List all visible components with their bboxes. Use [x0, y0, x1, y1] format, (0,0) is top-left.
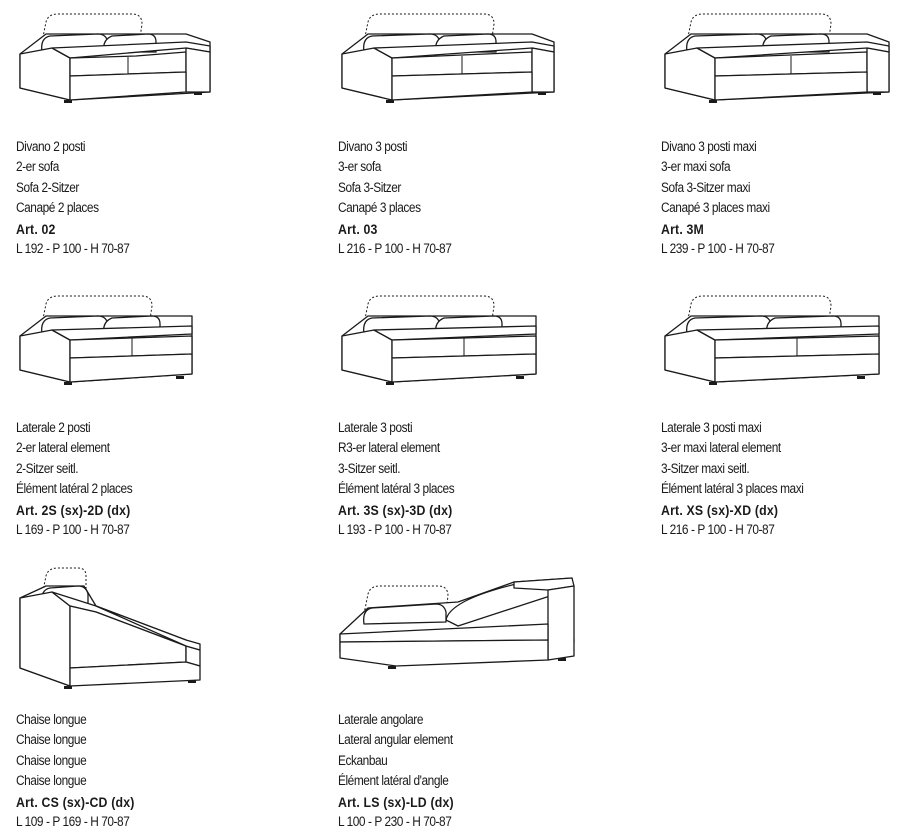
dimensions: L 109 - P 169 - H 70-87 — [16, 814, 130, 830]
dimensions: L 239 - P 100 - H 70-87 — [661, 241, 775, 257]
label-fr: Chaise longue — [16, 773, 87, 789]
label-fr: Élément latéral 3 places maxi — [661, 481, 804, 497]
article-code: Art. 3S (sx)-3D (dx) — [338, 501, 453, 518]
lateral-2-seat-drawing — [19, 295, 193, 385]
dimensions: L 193 - P 100 - H 70-87 — [338, 522, 452, 538]
label-de: Sofa 3-Sitzer — [338, 179, 401, 195]
article-code: Art. 03 — [338, 220, 378, 237]
dimensions: L 216 - P 100 - H 70-87 — [338, 241, 452, 257]
label-fr: Élément latéral 2 places — [16, 481, 133, 497]
label-de: 2-Sitzer seitl. — [16, 460, 79, 476]
label-it: Chaise longue — [16, 712, 87, 727]
label-fr: Canapé 3 places — [338, 200, 421, 216]
chaise-longue-drawing — [19, 567, 201, 689]
product-laterale-3-posti: Laterale 3 posti R3-er lateral element 3… — [338, 290, 628, 537]
label-en: 3-er sofa — [338, 159, 381, 175]
sofa-3-seat-maxi-drawing — [664, 13, 890, 103]
label-it: Laterale 2 posti — [16, 420, 91, 435]
label-en: Lateral angular element — [338, 732, 453, 748]
article-code: Art. 02 — [16, 220, 56, 237]
label-fr: Canapé 2 places — [16, 200, 99, 216]
label-en: 2-er sofa — [16, 159, 59, 175]
label-fr: Canapé 3 places maxi — [661, 200, 770, 216]
product-divano-3-posti: Divano 3 posti 3-er sofa Sofa 3-Sitzer C… — [338, 8, 628, 256]
label-de: Chaise longue — [16, 752, 87, 768]
label-de: 3-Sitzer seitl. — [338, 460, 401, 476]
article-code: Art. 3M — [661, 220, 704, 237]
product-divano-3-posti-maxi: Divano 3 posti maxi 3-er maxi sofa Sofa … — [661, 8, 900, 256]
lateral-angular-drawing — [339, 577, 575, 669]
article-code: Art. XS (sx)-XD (dx) — [661, 501, 779, 518]
label-it: Laterale 3 posti — [338, 420, 413, 435]
label-de: Eckanbau — [338, 752, 388, 768]
label-it: Laterale angolare — [338, 712, 424, 727]
dimensions: L 169 - P 100 - H 70-87 — [16, 522, 130, 538]
label-it: Divano 3 posti — [338, 139, 408, 154]
product-divano-2-posti: Divano 2 posti 2-er sofa Sofa 2-Sitzer C… — [16, 8, 306, 256]
label-de: Sofa 3-Sitzer maxi — [661, 179, 751, 195]
label-it: Divano 2 posti — [16, 139, 86, 154]
article-code: Art. CS (sx)-CD (dx) — [16, 793, 135, 810]
lateral-3-seat-maxi-drawing — [664, 295, 880, 385]
label-de: 3-Sitzer maxi seitl. — [661, 460, 750, 476]
label-it: Laterale 3 posti maxi — [661, 420, 762, 435]
label-fr: Élément latéral 3 places — [338, 481, 455, 497]
article-code: Art. LS (sx)-LD (dx) — [338, 793, 454, 810]
product-chaise-longue: Chaise longue Chaise longue Chaise longu… — [16, 562, 306, 829]
sofa-2-seat-drawing — [19, 13, 211, 103]
sofa-3-seat-drawing — [341, 13, 555, 103]
label-en: 2-er lateral element — [16, 440, 110, 456]
label-en: 3-er maxi sofa — [661, 159, 731, 175]
label-de: Sofa 2-Sitzer — [16, 179, 79, 195]
label-en: 3-er maxi lateral element — [661, 440, 781, 456]
dimensions: L 192 - P 100 - H 70-87 — [16, 241, 130, 257]
label-it: Divano 3 posti maxi — [661, 139, 757, 154]
label-fr: Élément latéral d'angle — [338, 773, 449, 789]
lateral-3-seat-drawing — [341, 295, 537, 385]
dimensions: L 216 - P 100 - H 70-87 — [661, 522, 775, 538]
dimensions: L 100 - P 230 - H 70-87 — [338, 814, 452, 830]
label-en: Chaise longue — [16, 732, 87, 748]
article-code: Art. 2S (sx)-2D (dx) — [16, 501, 131, 518]
product-laterale-2-posti: Laterale 2 posti 2-er lateral element 2-… — [16, 290, 306, 537]
product-laterale-3-posti-maxi: Laterale 3 posti maxi 3-er maxi lateral … — [661, 290, 900, 537]
product-laterale-angolare: Laterale angolare Lateral angular elemen… — [338, 562, 628, 829]
label-en: R3-er lateral element — [338, 440, 440, 456]
